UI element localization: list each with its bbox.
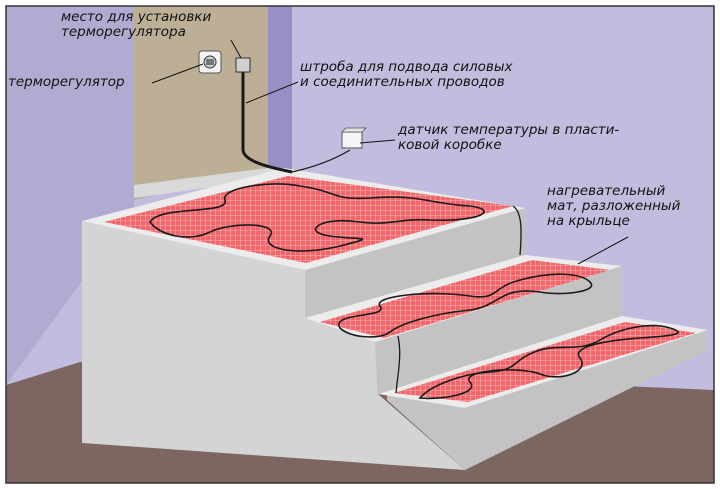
threshold bbox=[134, 168, 292, 198]
leader-channel bbox=[245, 81, 299, 104]
connection-cable-middle-bottom bbox=[395, 335, 401, 394]
thermostat-icon bbox=[198, 50, 222, 74]
diagram-frame bbox=[5, 5, 715, 484]
label-thermostat-line: терморегулятор bbox=[8, 74, 125, 90]
label-mat-line-3: на крыльце bbox=[547, 213, 630, 229]
label-install-place: место для установки терморегулятора bbox=[61, 10, 211, 40]
heating-cable-middle bbox=[338, 273, 593, 338]
label-install-place-line-1: место для установки bbox=[61, 9, 212, 25]
label-mat-line-2: мат, разложенный bbox=[547, 198, 681, 214]
label-sensor: датчик температуры в пласти- ковой короб… bbox=[398, 123, 619, 153]
label-mat: нагревательный мат, разложенный на крыль… bbox=[547, 184, 680, 229]
label-sensor-line-1: датчик температуры в пласти- bbox=[398, 122, 620, 138]
sensor-wire bbox=[291, 149, 351, 173]
heating-mat-middle bbox=[320, 260, 610, 338]
porch-left-face bbox=[82, 221, 465, 470]
leader-sensor bbox=[359, 139, 396, 144]
junction-box-icon bbox=[235, 57, 251, 73]
label-install-place-line-2: терморегулятора bbox=[61, 24, 186, 40]
connection-cable-top-middle bbox=[512, 205, 522, 256]
middle-step-riser bbox=[375, 266, 622, 394]
heating-cable-top bbox=[149, 183, 485, 252]
left-wall bbox=[6, 6, 134, 385]
porch-top-riser bbox=[305, 208, 525, 318]
sensor-box-icon bbox=[341, 127, 367, 149]
door-jamb bbox=[268, 6, 292, 170]
bottom-step-riser bbox=[387, 330, 708, 470]
label-mat-line-1: нагревательный bbox=[547, 183, 666, 199]
label-thermostat: терморегулятор bbox=[8, 75, 125, 90]
leader-thermostat bbox=[151, 63, 204, 84]
leader-mat bbox=[577, 236, 629, 265]
heating-cable-bottom bbox=[418, 324, 679, 400]
label-channel-line-1: штроба для подвода силовых bbox=[300, 59, 513, 75]
label-channel-line-2: и соединительных проводов bbox=[300, 74, 505, 90]
label-sensor-line-2: ковой коробке bbox=[398, 137, 502, 153]
wiring-channel bbox=[241, 70, 293, 174]
label-channel: штроба для подвода силовых и соединитель… bbox=[300, 60, 513, 90]
leader-install-place bbox=[230, 39, 242, 59]
door-niche bbox=[134, 6, 268, 200]
